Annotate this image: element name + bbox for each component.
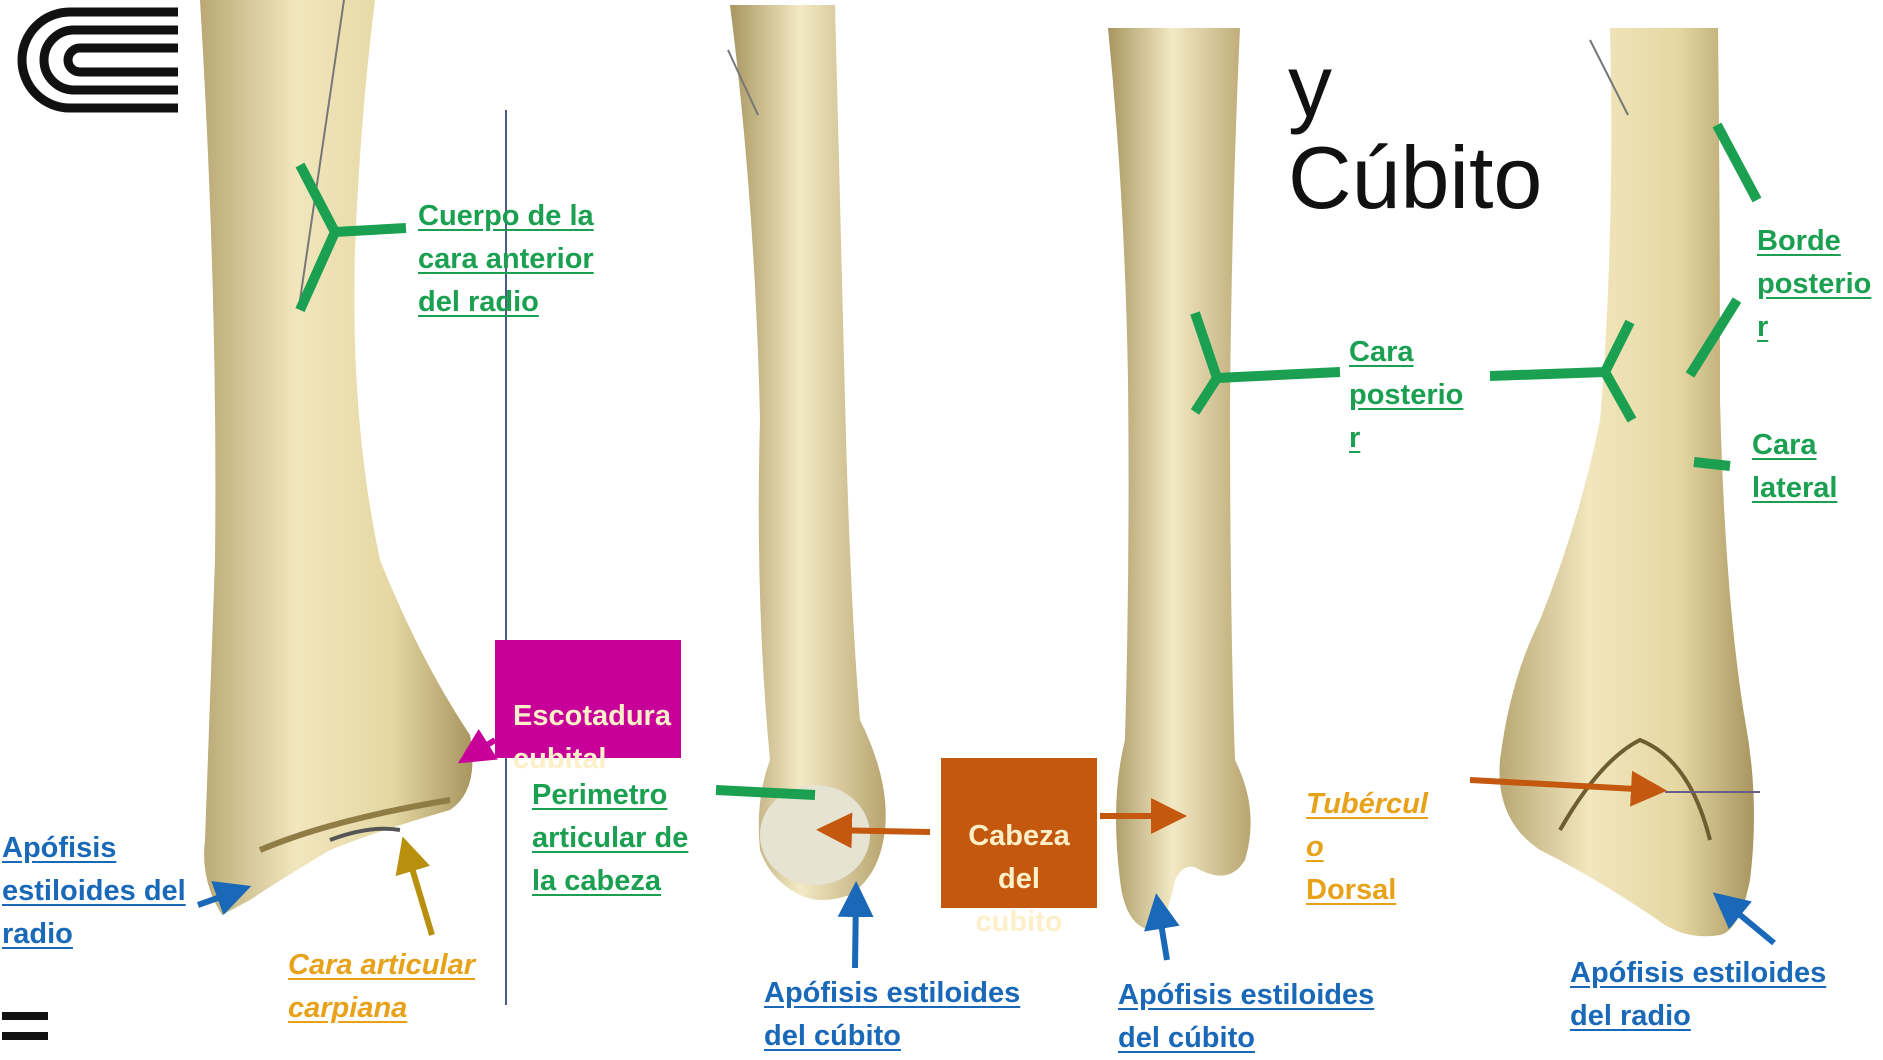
ulna-posterior-bone (1108, 28, 1251, 930)
label-cuerpo-cara-anterior: Cuerpo de la cara anterior del radio (418, 200, 594, 318)
escotadura-cubital-box: Escotadura cubital (495, 640, 681, 775)
label-escotadura-cubital: Escotadura cubital (513, 700, 671, 775)
logo-fragment (2, 1032, 48, 1040)
slide-title: y Cúbito (1288, 36, 1543, 227)
ulna-medial-bone (730, 5, 886, 900)
label-cara-articular-carpiana: Cara articular carpiana (288, 949, 475, 1024)
ulna-head-shape (760, 785, 870, 885)
green-markers (295, 122, 1762, 800)
bone-shading (1558, 737, 1712, 841)
label-apofisis-estiloides-radio-right: Apófisis estiloides del radio (1570, 957, 1827, 1032)
label-borde-posterior: Borde posterio r (1757, 225, 1872, 343)
logo-fragment (2, 1012, 48, 1020)
label-apofisis-estiloides-cubito-1: Apófisis estiloides del cúbito (764, 977, 1021, 1052)
radius-posterior-bone (1499, 28, 1754, 937)
pointer-line (727, 49, 759, 116)
institution-logo (17, 7, 178, 113)
bone-shading (258, 797, 451, 853)
bone-shading (329, 826, 401, 842)
pointer-line (1589, 39, 1629, 116)
label-cara-lateral: Cara lateral (1752, 429, 1838, 504)
label-tuberculo-dorsal-word: Dorsal (1306, 874, 1397, 906)
label-apofisis-estiloides-cubito-2: Apófisis estiloides del cúbito (1118, 979, 1375, 1054)
label-cara-posterior: Cara posterio r (1349, 336, 1464, 454)
label-tuberculo-dorsal: Tubércul o Dorsal (1306, 740, 1428, 912)
label-apofisis-estiloides-radio-left: Apófisis estiloides del radio (2, 832, 186, 950)
radius-anterior-bone (200, 0, 473, 915)
label-perimetro-articular: Perimetro articular de la cabeza (532, 779, 689, 897)
pointer-line (299, 0, 345, 301)
label-cabeza-cubito: Cabeza del cubito (968, 820, 1070, 938)
label-tuberculo-italic: Tubércul o (1306, 788, 1428, 863)
cabeza-cubito-box: Cabeza del cubito (941, 758, 1097, 938)
pointer-arrows (196, 728, 1776, 969)
